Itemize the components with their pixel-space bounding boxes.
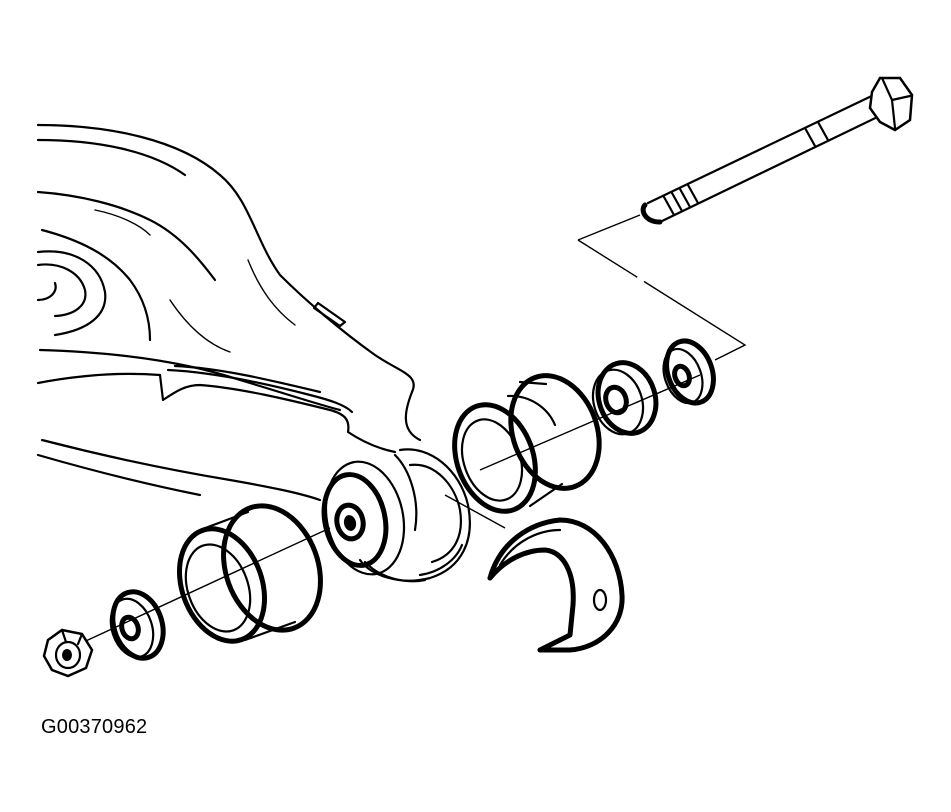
arm-bushing-eye <box>321 448 471 583</box>
spacer-washer-top <box>591 360 659 436</box>
sleeve-top <box>452 373 602 514</box>
half-shell-sleeve <box>487 517 625 653</box>
outer-washer-top <box>662 338 716 406</box>
control-arm <box>36 123 422 502</box>
sleeve-bottom <box>176 503 323 644</box>
washer-bottom <box>109 589 166 661</box>
bolt <box>640 76 914 225</box>
figure-code: G00370962 <box>41 716 148 738</box>
hex-nut <box>42 628 94 678</box>
assembly-axis <box>61 214 747 653</box>
